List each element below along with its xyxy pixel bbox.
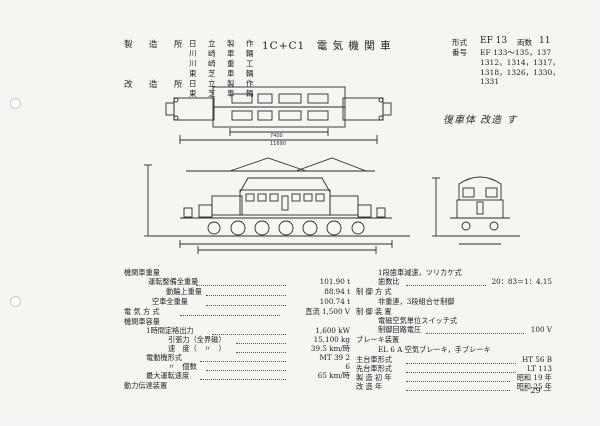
binder-hole	[10, 296, 21, 307]
side-elevation-drawing	[144, 157, 410, 254]
model-value: EF 13	[480, 36, 508, 46]
dot-leader	[406, 363, 516, 364]
count-label: 両数	[517, 38, 532, 47]
spec-label: 製 造 初 年	[356, 373, 392, 382]
spec-label: 制御回路電圧	[378, 325, 422, 334]
spec-value: 100.74 t	[319, 297, 350, 306]
dot-leader	[406, 381, 510, 382]
spec-value: MT 39 2	[319, 353, 350, 362]
spec-value: 1,600 kW	[315, 326, 350, 335]
spec-label: 制 御 装 置	[356, 307, 392, 316]
spec-value: 39.5 km/時	[310, 344, 350, 353]
dot-leader	[206, 305, 286, 306]
spec-label: 速 度（ 〃 ）	[168, 344, 226, 353]
spec-value: 88.94 t	[324, 287, 350, 296]
spec-label: 〃 個数	[168, 362, 197, 371]
spec-value: 20：83＝1：4.15	[491, 277, 552, 286]
spec-label: 1時間定格出力	[146, 326, 194, 335]
number-line: 1331	[480, 77, 500, 86]
spec-label: 空車全重量	[152, 297, 188, 306]
dot-leader	[206, 370, 286, 371]
dot-leader	[406, 372, 516, 373]
spec-label: 電磁空気単位スイッチ式	[378, 316, 458, 325]
page-title: 1C+C1 電 気 機 関 車	[262, 40, 392, 52]
rebuilder-label: 改 造 所	[124, 80, 187, 90]
spec-label: 1段歯車減速，ツリカケ式	[378, 268, 462, 277]
number-line: 1312，1314，1317，	[480, 58, 560, 67]
dot-leader	[196, 285, 286, 286]
spec-label: 先台車形式	[356, 364, 392, 373]
dimension-label: 7400	[270, 133, 283, 139]
spec-label: 動力伝達装置	[124, 381, 168, 390]
dot-leader	[236, 343, 286, 344]
spec-label: 引張力（全界磁）	[168, 335, 226, 344]
spec-label: 機関車容量	[124, 317, 160, 326]
dot-leader	[426, 333, 524, 334]
manufacturer-name: 川 崎 車 輛	[189, 49, 256, 58]
spec-value: 15,100 kg	[313, 335, 350, 344]
spec-label: 非重連，3段組合せ制御	[378, 297, 455, 306]
spec-value: 65 km/時	[317, 371, 350, 380]
spec-label: 主台車形式	[356, 355, 392, 364]
model-label: 形式	[452, 38, 467, 47]
spec-label: 改 造 年	[356, 382, 383, 391]
manufacturer-name: 東 芝 車 輛	[189, 69, 256, 78]
plan-view-drawing	[165, 86, 392, 144]
manufacturer-label: 製 造 所	[124, 40, 187, 50]
rebuilder-name: 東 芝 車 輛	[189, 89, 256, 98]
spec-label: 運転整備全重量	[148, 277, 199, 286]
dot-leader	[200, 379, 286, 380]
spec-label: 動輪上重量	[166, 287, 202, 296]
number-label: 番号	[452, 48, 467, 57]
page-number: — 29 —	[520, 386, 552, 395]
dimension-label: 11690	[270, 141, 286, 147]
dot-leader	[236, 352, 286, 353]
dot-leader	[180, 315, 280, 316]
dot-leader	[206, 295, 286, 296]
spec-value: 昭和 25 年	[516, 382, 552, 391]
spec-value: HT 56 B	[521, 355, 552, 364]
spec-value: 6	[345, 362, 350, 371]
spec-label: 電 気 方 式	[124, 307, 160, 316]
spec-label: 制 御 方 式	[356, 287, 392, 296]
number-line: 1318，1326，1330，	[480, 68, 560, 77]
spec-value: 昭和 19 年	[516, 373, 552, 382]
spec-value: 100 V	[530, 325, 552, 334]
binder-hole	[10, 98, 21, 109]
dot-leader	[406, 285, 486, 286]
number-line: EF 133～135，137	[480, 48, 552, 57]
manufacturer-name: 川 崎 重 工	[189, 59, 256, 68]
spec-label: EL 6 A 空気ブレーキ，手ブレーキ	[378, 345, 491, 354]
dot-leader	[212, 334, 286, 335]
spec-label: 機関車重量	[124, 268, 160, 277]
end-view-drawing	[432, 176, 520, 245]
spec-label: 最大運転速度	[146, 371, 190, 380]
spec-label: 電動機形式	[146, 353, 182, 362]
dot-leader	[406, 390, 510, 391]
rebuilder-name: 日 立 製 作	[189, 79, 256, 88]
count-value: 11	[539, 36, 551, 46]
spec-value: LT 113	[527, 364, 552, 373]
spec-value: 101.90 t	[319, 277, 350, 286]
spec-value: 直流 1,500 V	[305, 307, 350, 316]
dot-leader	[200, 361, 286, 362]
spec-label: ブレーキ装置	[356, 335, 400, 344]
spec-label: 歯数比	[378, 277, 400, 286]
handwritten-note: 復車体 改造 す	[443, 115, 518, 126]
manufacturer-name: 日 立 製 作	[189, 39, 256, 48]
